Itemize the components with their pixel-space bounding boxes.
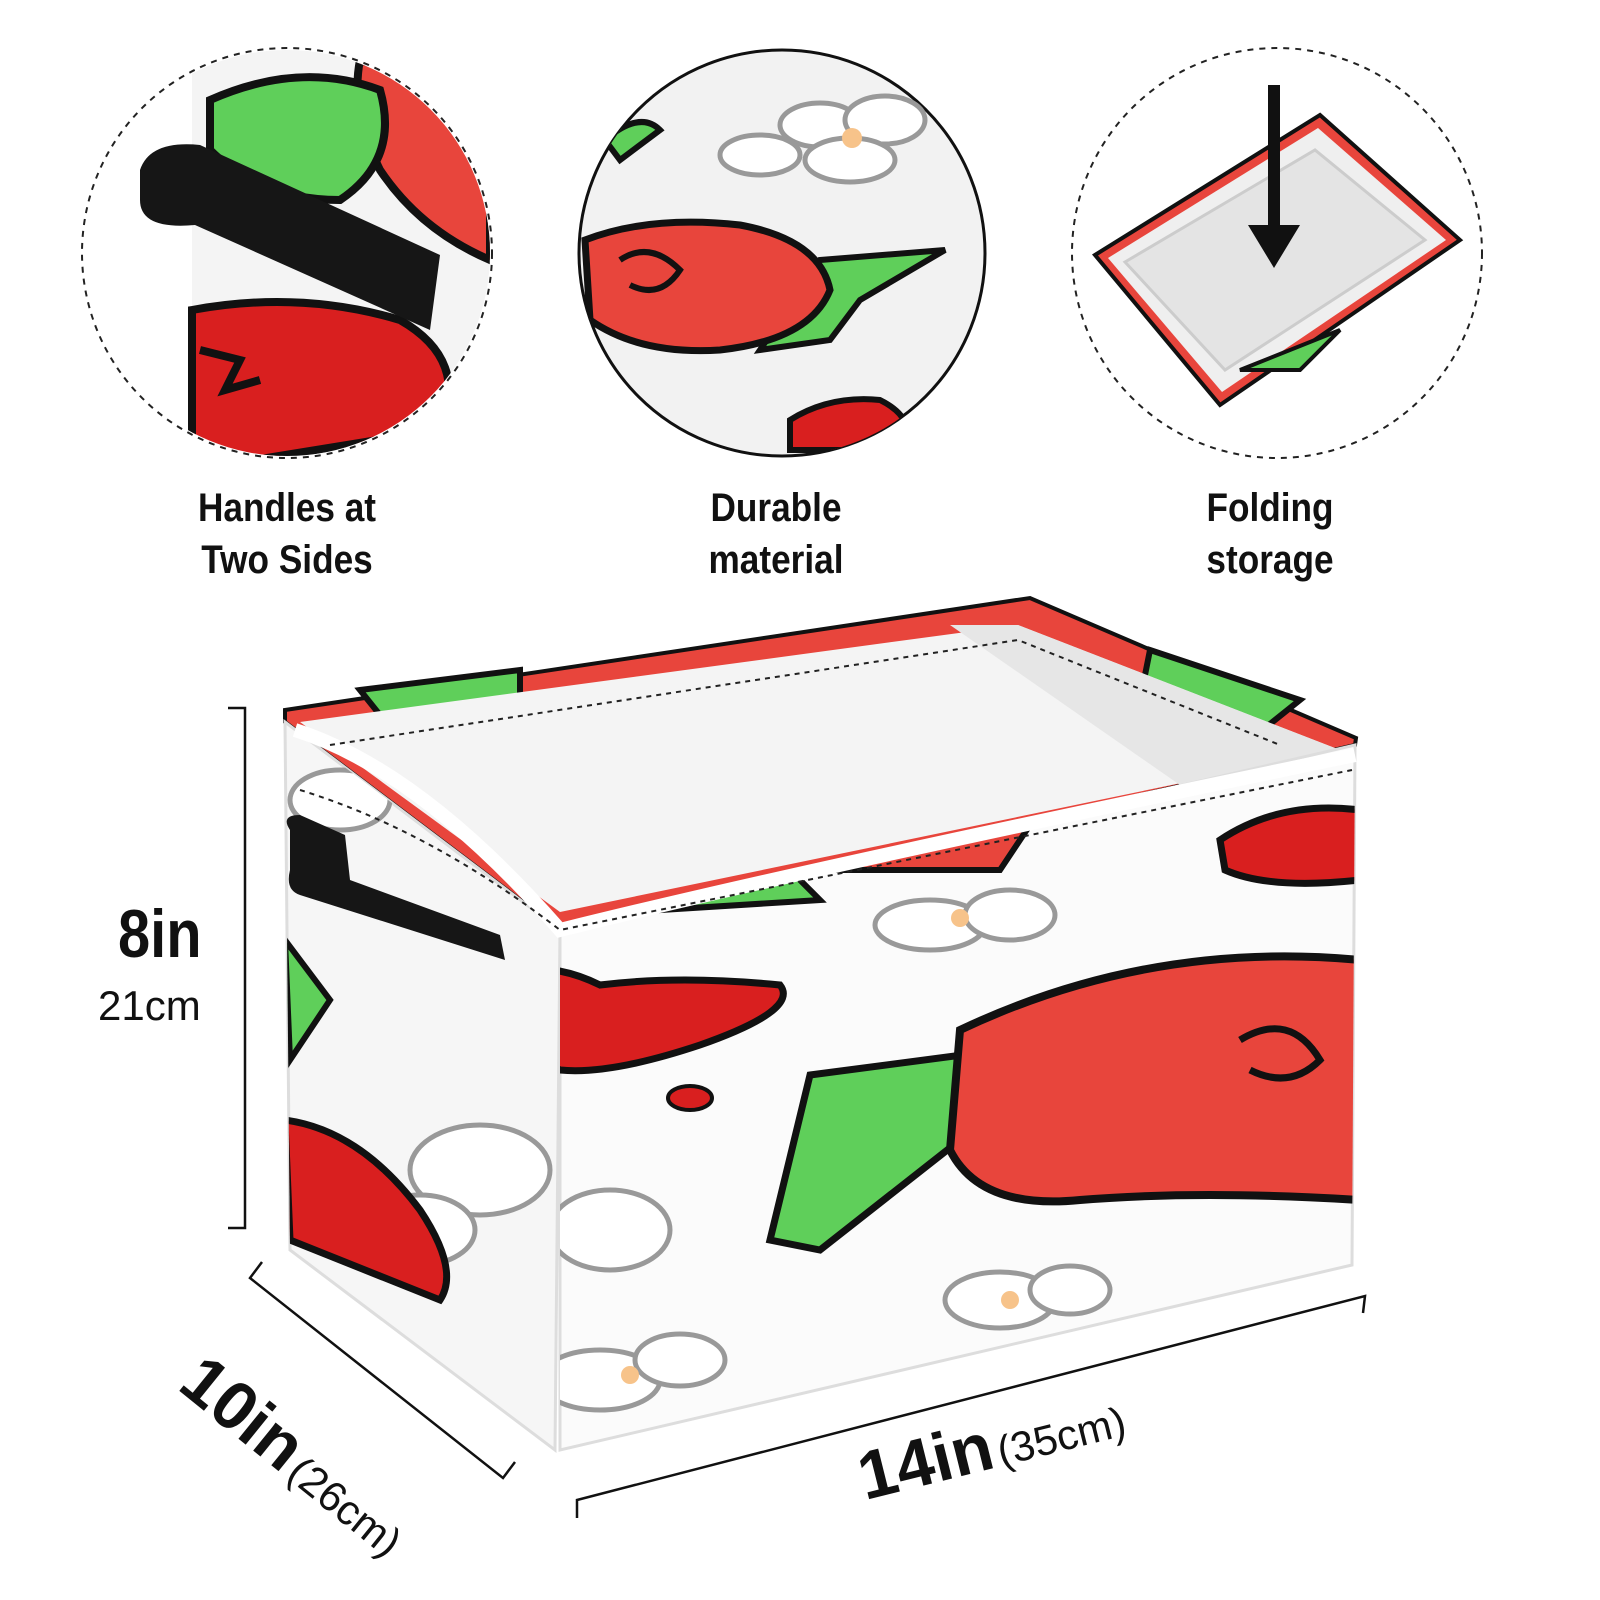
feature-line: storage (1206, 538, 1334, 582)
feature-line: Two Sides (201, 538, 373, 582)
feature-label-handles: Handles at Two Sides (129, 482, 446, 586)
feature-label-folding: Folding storage (1112, 482, 1429, 586)
dimension-lines (228, 706, 1367, 1518)
handle-detail-circle (81, 47, 493, 459)
height-inches: 8in (118, 896, 202, 972)
height-cm: 21cm (98, 982, 201, 1029)
side-handle (286, 815, 505, 960)
feature-line: Folding (1206, 486, 1334, 530)
feature-line: Handles at (197, 486, 377, 530)
handle-strap (140, 144, 440, 330)
arrow-down-icon (1268, 85, 1280, 235)
feature-line: material (708, 538, 844, 582)
storage-basket (283, 595, 1359, 1453)
material-detail-circle (577, 48, 987, 458)
feature-line: Durable (710, 486, 842, 530)
folding-detail-circle (1071, 47, 1483, 459)
feature-label-material: Durable material (618, 482, 935, 586)
